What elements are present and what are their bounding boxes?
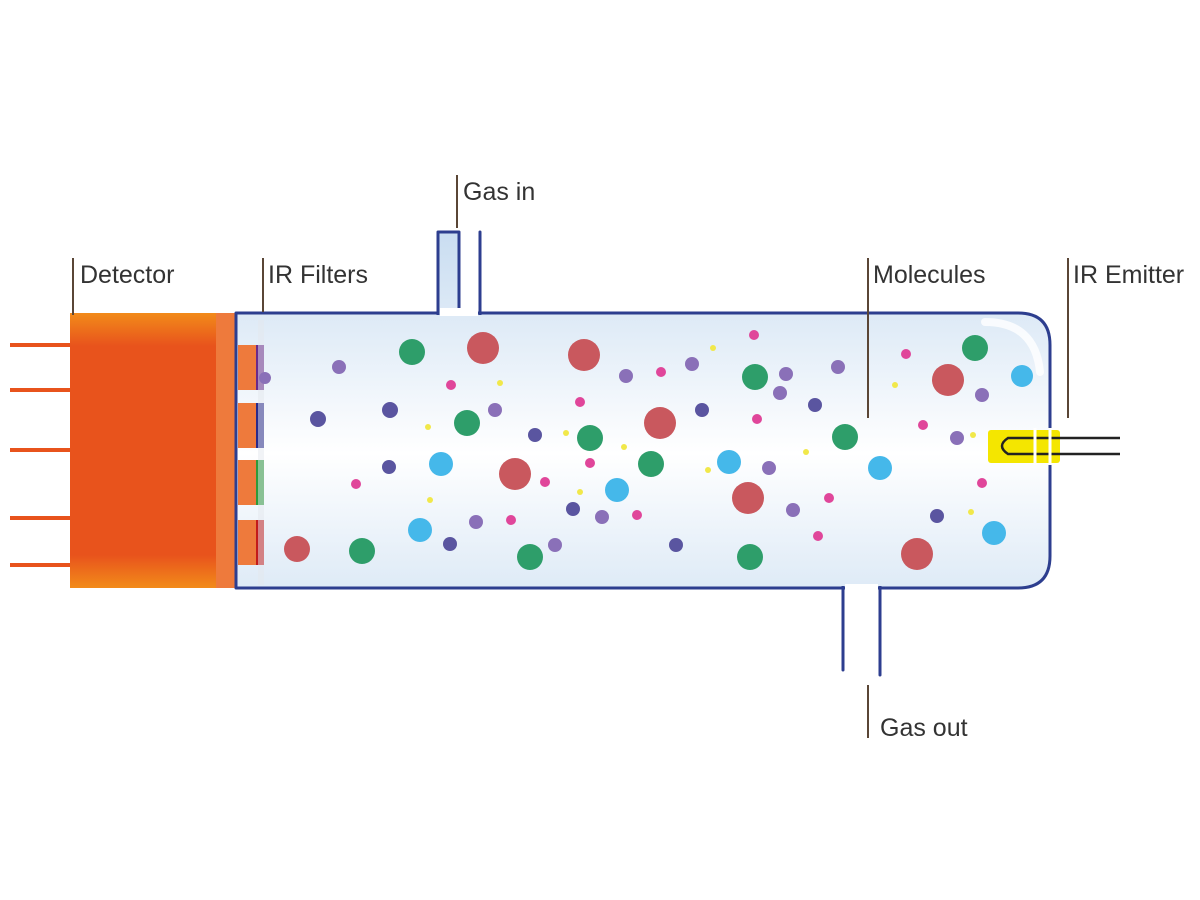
molecule [506, 515, 516, 525]
molecule [717, 450, 741, 474]
molecule [644, 407, 676, 439]
molecule [901, 538, 933, 570]
ir-filters-label: IR Filters [268, 261, 368, 289]
molecule [497, 380, 503, 386]
molecule [399, 339, 425, 365]
molecule [808, 398, 822, 412]
molecule [499, 458, 531, 490]
ir-emitter-label: IR Emitter [1073, 261, 1184, 289]
molecule [813, 531, 823, 541]
molecule [577, 425, 603, 451]
molecule [773, 386, 787, 400]
molecule [732, 482, 764, 514]
molecule [488, 403, 502, 417]
molecule [446, 380, 456, 390]
molecule [975, 388, 989, 402]
molecule [351, 479, 361, 489]
molecule [577, 489, 583, 495]
molecule [382, 402, 398, 418]
molecule [284, 536, 310, 562]
detector-label: Detector [80, 261, 174, 289]
molecule [310, 411, 326, 427]
molecule [427, 497, 433, 503]
molecule [685, 357, 699, 371]
molecule [563, 430, 569, 436]
gas-out-port [845, 584, 878, 592]
molecule [779, 367, 793, 381]
molecule [710, 345, 716, 351]
molecule [977, 478, 987, 488]
molecule [619, 369, 633, 383]
tube-highlight [981, 318, 1044, 376]
molecule [585, 458, 595, 468]
molecule [332, 360, 346, 374]
molecule [638, 451, 664, 477]
molecules-cloud [259, 330, 1033, 570]
molecule [749, 330, 759, 340]
molecule [901, 349, 911, 359]
molecule [762, 461, 776, 475]
leader-lines [72, 175, 1069, 738]
molecule [752, 414, 762, 424]
molecule [517, 544, 543, 570]
ir-filters [238, 320, 264, 585]
molecule [950, 431, 964, 445]
gas-out-label: Gas out [880, 714, 968, 742]
detector-pins [10, 343, 72, 567]
molecule [548, 538, 562, 552]
molecule [932, 364, 964, 396]
molecule [469, 515, 483, 529]
gas-in-label: Gas in [463, 178, 535, 206]
molecule [970, 432, 976, 438]
molecule [868, 456, 892, 480]
molecule [824, 493, 834, 503]
molecule [831, 360, 845, 374]
molecule [595, 510, 609, 524]
detector-block [70, 313, 236, 588]
molecule [918, 420, 928, 430]
molecule [892, 382, 898, 388]
molecule [656, 367, 666, 377]
gas-in-port [440, 308, 478, 316]
molecule [443, 537, 457, 551]
molecule [575, 397, 585, 407]
molecule [832, 424, 858, 450]
molecule [786, 503, 800, 517]
molecule [259, 372, 271, 384]
molecule [705, 467, 711, 473]
sample-tube [234, 230, 1052, 677]
molecules-label: Molecules [873, 261, 986, 289]
molecule [467, 332, 499, 364]
molecule [540, 477, 550, 487]
molecule [632, 510, 642, 520]
molecule [382, 460, 396, 474]
molecule [605, 478, 629, 502]
molecule [968, 509, 974, 515]
molecule [982, 521, 1006, 545]
molecule [1011, 365, 1033, 387]
molecule [408, 518, 432, 542]
molecule [566, 502, 580, 516]
molecule [930, 509, 944, 523]
ir-emitter [988, 428, 1120, 465]
molecule [349, 538, 375, 564]
molecule [429, 452, 453, 476]
molecule [568, 339, 600, 371]
molecule [425, 424, 431, 430]
molecule [962, 335, 988, 361]
molecule [528, 428, 542, 442]
molecule [695, 403, 709, 417]
molecule [737, 544, 763, 570]
molecule [803, 449, 809, 455]
molecule [454, 410, 480, 436]
molecule [742, 364, 768, 390]
molecule [621, 444, 627, 450]
molecule [669, 538, 683, 552]
